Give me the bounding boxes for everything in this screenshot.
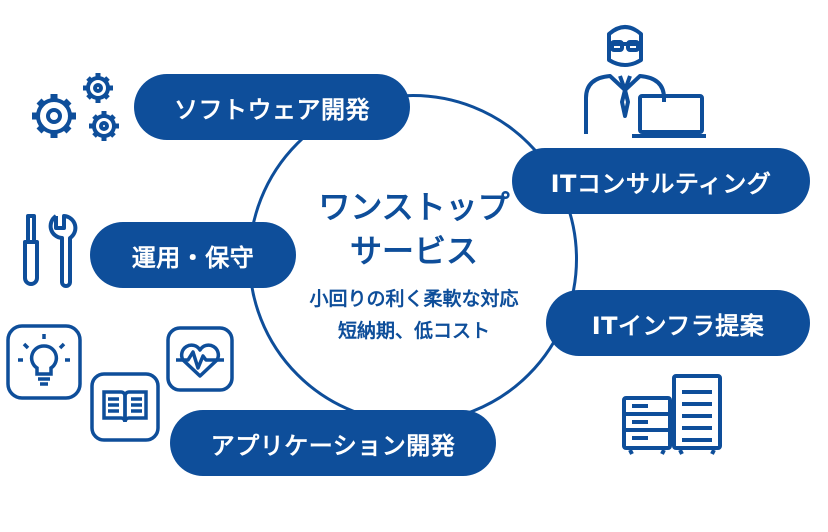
book-icon [90, 372, 160, 442]
service-label-application: アプリケーション開発 [210, 431, 456, 460]
service-pill-application: アプリケーション開発 [170, 410, 496, 476]
service-label-infra: ITインフラ提案 [591, 311, 765, 340]
service-pill-infra: ITインフラ提案 [546, 290, 810, 356]
center-circle [248, 94, 578, 424]
tools-icon [22, 212, 78, 290]
service-pill-software: ソフトウェア開発 [134, 74, 410, 140]
service-label-software: ソフトウェア開発 [174, 95, 370, 124]
server-icon [618, 372, 730, 456]
gears-icon [18, 68, 130, 158]
center-title-line2: サービス [349, 232, 478, 270]
service-label-operation: 運用・保守 [131, 243, 255, 272]
center-subtitle-line2: 短納期、低コスト [337, 320, 490, 342]
consultant-icon [582, 18, 712, 142]
service-pill-operation: 運用・保守 [90, 222, 296, 288]
service-label-consulting: ITコンサルティング [550, 169, 772, 198]
service-pill-consulting: ITコンサルティング [512, 148, 810, 214]
center-title-line1: ワンストップ [318, 188, 510, 226]
center-subtitle-line1: 小回りの利く柔軟な対応 [309, 288, 519, 310]
heartbeat-icon [166, 326, 234, 392]
lightbulb-icon [6, 324, 82, 400]
